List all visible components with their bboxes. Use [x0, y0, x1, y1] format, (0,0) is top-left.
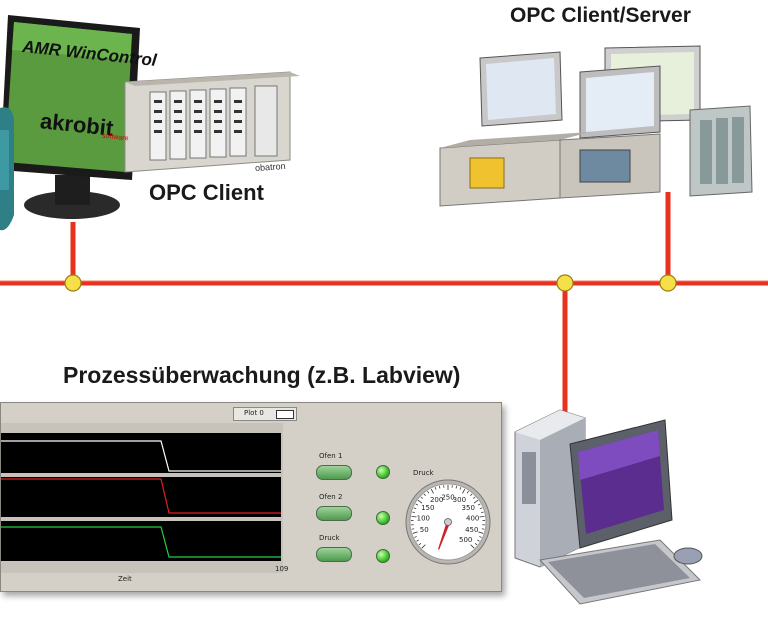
gauge-tick — [411, 515, 417, 518]
gauge-needle — [438, 521, 450, 550]
gauge-tick — [473, 499, 479, 504]
gauge-tick — [479, 536, 482, 538]
gauge-tick — [478, 531, 484, 534]
trace-red — [1, 478, 281, 514]
gauge-tick-label: 50 — [420, 526, 429, 534]
x-axis-end-tick: 109 — [275, 565, 289, 573]
plot-legend: Plot 0 — [233, 407, 297, 421]
gauge-tick-label: 250 — [441, 494, 454, 502]
bus-node-pc — [556, 274, 574, 292]
plot-legend-label: Plot 0 — [244, 409, 264, 417]
gauge-tick — [481, 511, 484, 514]
gauge-tick — [438, 485, 441, 489]
labview-panel: Plot 0 Zeit 109 Ofen 1 Ofen 2 Druck Druc… — [0, 402, 502, 592]
ofen1-button[interactable] — [316, 465, 352, 480]
gauge-tick — [416, 539, 419, 542]
plc-rack — [124, 71, 300, 173]
opc-client-server-label: OPC Client/Server — [510, 4, 691, 27]
handheld-device — [0, 107, 14, 231]
opc-client-monitor — [0, 15, 140, 219]
plot-legend-swatch-icon — [276, 410, 294, 419]
gauge-tick-label: 200 — [430, 496, 443, 504]
gauge-tick-label: 350 — [462, 504, 475, 512]
button-label-ofen2: Ofen 2 — [319, 493, 343, 501]
gauge-tick-label: 450 — [465, 526, 478, 534]
gauge-tick-label: 300 — [453, 496, 466, 504]
pc-workstation — [514, 409, 703, 605]
gauge-tick — [459, 487, 462, 490]
ofen2-button[interactable] — [316, 506, 352, 521]
button-label-ofen1: Ofen 1 — [319, 452, 343, 460]
gauge-tick — [413, 507, 417, 510]
gauge-tick-label: 100 — [417, 515, 430, 523]
gauge-tick — [455, 485, 458, 489]
gauge-tick — [477, 503, 481, 506]
plc-label: obatron — [254, 160, 286, 174]
gauge-tick — [415, 503, 419, 506]
trace-green — [1, 526, 281, 558]
ofen2-led — [376, 511, 390, 525]
bus-node-opc-client — [64, 274, 82, 292]
gauge-tick-label: 400 — [466, 515, 479, 523]
gauge-tick — [466, 491, 469, 494]
gauge-tick — [477, 539, 480, 542]
chart-strip-2 — [1, 477, 281, 517]
gauge-tick — [462, 488, 466, 494]
bus-node-opc-server — [659, 274, 677, 292]
waveform-chart — [1, 423, 283, 573]
gauge-tick — [414, 536, 417, 538]
gauge-tick — [423, 493, 426, 497]
gauge-tick — [473, 496, 476, 499]
gauge-tick — [420, 496, 423, 499]
gauge-tick — [470, 493, 473, 497]
gauge-tick — [474, 543, 478, 546]
gauge-tick-label: 500 — [459, 536, 472, 544]
x-axis-label: Zeit — [118, 575, 132, 583]
chart-strip-3 — [1, 521, 281, 561]
chart-strip-1 — [1, 433, 281, 473]
gauge-tick — [470, 544, 475, 549]
opc-server-hardware — [439, 45, 753, 207]
gauge-tick — [479, 515, 485, 518]
gauge-tick — [421, 544, 426, 549]
druck-button[interactable] — [316, 547, 352, 562]
trace-white — [1, 440, 281, 472]
gauge-tick — [412, 511, 415, 514]
druck-led — [376, 549, 390, 563]
gauge-tick — [427, 491, 430, 494]
gauge-tick — [479, 507, 483, 510]
ofen1-led — [376, 465, 390, 479]
gauge-hub — [444, 518, 452, 526]
gauge-tick — [430, 488, 434, 494]
process-monitoring-label: Prozessüberwachung (z.B. Labview) — [63, 362, 461, 388]
gauge-tick-label: 150 — [421, 504, 434, 512]
gauge-label: Druck — [413, 469, 434, 477]
gauge-tick — [412, 531, 418, 534]
gauge-tick — [418, 543, 422, 546]
gauge-tick — [434, 487, 437, 490]
gauge-tick — [417, 499, 423, 504]
button-label-druck: Druck — [319, 534, 340, 542]
opc-client-label: OPC Client — [149, 180, 264, 205]
